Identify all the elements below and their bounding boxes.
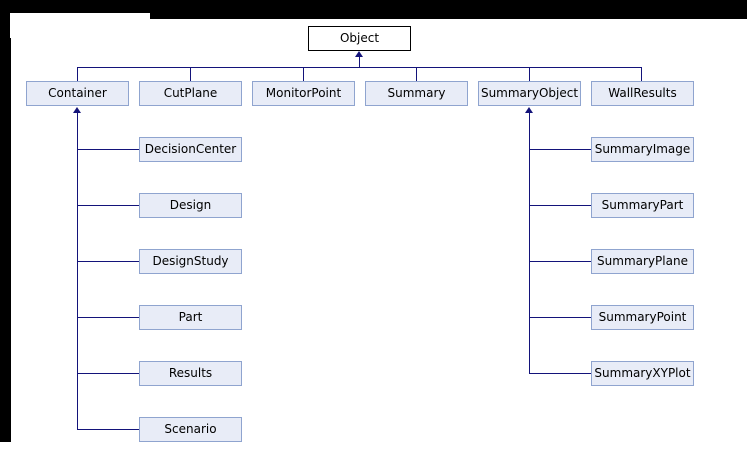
edge-drop-summary [416, 67, 417, 81]
edge-branch-designstudy [77, 261, 139, 262]
edge-branch-summarypart [529, 205, 591, 206]
class-node-summaryobject[interactable]: SummaryObject [478, 81, 581, 106]
class-node-summaryxyplot[interactable]: SummaryXYPlot [591, 361, 694, 386]
class-node-summaryplane[interactable]: SummaryPlane [591, 249, 694, 274]
class-node-part[interactable]: Part [139, 305, 242, 330]
class-node-summarypoint[interactable]: SummaryPoint [591, 305, 694, 330]
edge-object-stem [359, 57, 360, 68]
class-node-results[interactable]: Results [139, 361, 242, 386]
class-node-summary[interactable]: Summary [365, 81, 468, 106]
class-node-decisioncenter[interactable]: DecisionCenter [139, 137, 242, 162]
edge-branch-summaryxyplot [529, 373, 591, 374]
frame-band-left [0, 38, 11, 442]
edge-branch-scenario [77, 429, 139, 430]
edge-branch-summaryimage [529, 149, 591, 150]
edge-level1-bus [77, 67, 642, 68]
class-node-container[interactable]: Container [26, 81, 129, 106]
edge-drop-container [77, 67, 78, 81]
edge-drop-summaryobject [529, 67, 530, 81]
class-node-summarypart[interactable]: SummaryPart [591, 193, 694, 218]
class-node-scenario[interactable]: Scenario [139, 417, 242, 442]
edge-summaryobject-spine [529, 113, 530, 373]
arrowhead-to-container [73, 107, 81, 113]
class-node-design[interactable]: Design [139, 193, 242, 218]
edge-drop-wallresults [641, 67, 642, 81]
edge-container-spine [77, 113, 78, 429]
frame-band-left-upper [0, 13, 10, 38]
class-node-monitorpoint[interactable]: MonitorPoint [252, 81, 355, 106]
edge-branch-summarypoint [529, 317, 591, 318]
class-node-summaryimage[interactable]: SummaryImage [591, 137, 694, 162]
edge-branch-results [77, 373, 139, 374]
class-node-cutplane[interactable]: CutPlane [139, 81, 242, 106]
edge-drop-cutplane [190, 67, 191, 81]
edge-branch-design [77, 205, 139, 206]
arrowhead-to-summaryobject [525, 107, 533, 113]
edge-branch-summaryplane [529, 261, 591, 262]
edge-branch-part [77, 317, 139, 318]
frame-band-top-left [0, 0, 150, 13]
frame-band-top-right [150, 0, 747, 19]
edge-drop-monitorpoint [303, 67, 304, 81]
class-node-wallresults[interactable]: WallResults [591, 81, 694, 106]
arrowhead-to-object [355, 51, 363, 57]
class-node-designstudy[interactable]: DesignStudy [139, 249, 242, 274]
edge-branch-decisioncenter [77, 149, 139, 150]
class-node-object[interactable]: Object [308, 26, 411, 51]
